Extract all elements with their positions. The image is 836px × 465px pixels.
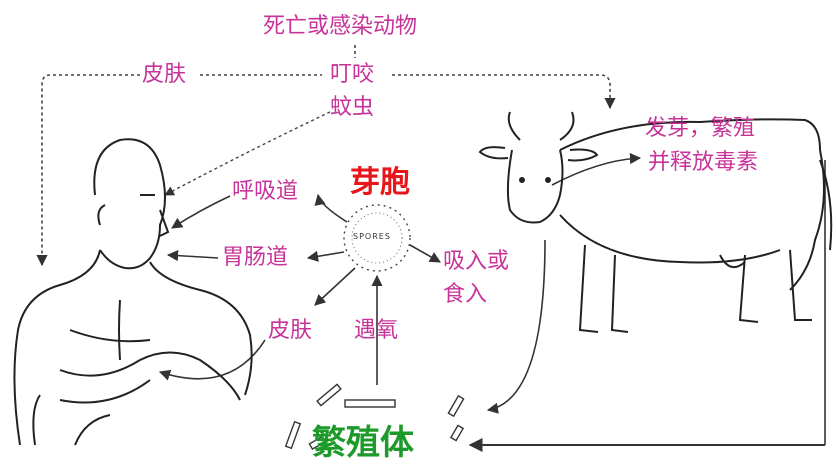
arrow-spores-to-gi xyxy=(306,250,345,262)
arrow-respiratory-to-nose xyxy=(171,195,231,229)
label-gi-tract: 胃肠道 xyxy=(222,245,289,270)
spores-cluster xyxy=(343,204,411,272)
cow-figure xyxy=(478,111,833,333)
arrow-germinate xyxy=(551,152,642,186)
label-bite: 叮咬 xyxy=(330,62,375,87)
arrow-skin-to-arm xyxy=(158,339,266,381)
dotted-bite-to-human xyxy=(164,111,331,196)
dotted-path-to-cow xyxy=(392,74,616,110)
label-spores-title: 芽胞 xyxy=(350,165,410,200)
arrow-spores-to-respiratory xyxy=(314,193,348,223)
label-germinate-line1: 发芽，繁殖 xyxy=(645,116,756,141)
label-germinate-line2: 并释放毒素 xyxy=(648,150,759,175)
arrow-spores-to-inhale xyxy=(409,244,441,263)
arrow-cow-down xyxy=(486,239,546,414)
human-figure xyxy=(13,138,253,446)
label-inhale-line2: 食入 xyxy=(443,282,488,307)
label-inhale-line1: 吸入或 xyxy=(443,249,510,274)
label-skin-mid: 皮肤 xyxy=(268,318,313,343)
arrow-gi-to-mouth xyxy=(166,250,219,262)
dotted-path-to-human xyxy=(36,74,140,267)
label-insect: 蚊虫 xyxy=(330,95,375,120)
vegetative-rods xyxy=(284,383,465,451)
arrow-spores-to-skin xyxy=(314,267,356,306)
label-oxygen: 遇氧 xyxy=(354,318,399,343)
label-vegetative: 繁殖体 xyxy=(312,423,414,463)
label-source: 死亡或感染动物 xyxy=(263,14,418,39)
label-skin-top: 皮肤 xyxy=(142,62,187,87)
label-respiratory: 呼吸道 xyxy=(232,179,299,204)
label-spores-text: SPORES xyxy=(353,232,391,241)
